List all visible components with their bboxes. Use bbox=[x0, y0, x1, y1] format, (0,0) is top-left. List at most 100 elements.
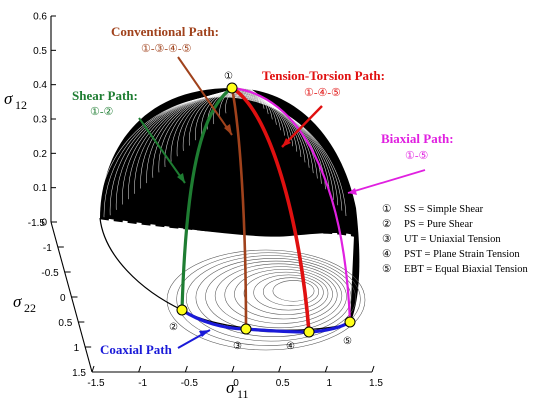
y-axis-symbol: σ bbox=[13, 292, 22, 311]
front-contour bbox=[243, 271, 329, 315]
y-tick-label: 1 bbox=[74, 343, 80, 354]
conventional-path-curve bbox=[230, 87, 248, 330]
tension-torsion-path-title: Tension-Torsion Path: bbox=[262, 68, 385, 83]
legend-num-3: ③ bbox=[382, 233, 392, 245]
biaxial-path-sequence: ①-⑤ bbox=[405, 150, 429, 162]
legend-num-4: ④ bbox=[382, 248, 392, 260]
dashed-equator bbox=[99, 216, 357, 238]
mesh-contour bbox=[109, 95, 339, 216]
y-tick-label: 0.5 bbox=[58, 318, 72, 329]
point-3-marker bbox=[240, 323, 252, 335]
conventional-path-sequence: ①-③-④-⑤ bbox=[141, 43, 192, 55]
point-1-label: ① bbox=[224, 71, 233, 82]
legend-text-3: UT = Uniaxial Tension bbox=[404, 234, 501, 245]
z-tick-label: 0.3 bbox=[33, 115, 47, 126]
coaxial-path-curve bbox=[181, 308, 351, 334]
x-tick-mark bbox=[278, 365, 282, 373]
x-axis-subscript: 11 bbox=[237, 387, 249, 401]
y-tick-label: -0.5 bbox=[41, 268, 59, 279]
x-tick-mark bbox=[371, 365, 375, 373]
point-5-marker bbox=[344, 316, 356, 328]
x-tick-mark bbox=[184, 365, 188, 373]
shear-path-curve bbox=[180, 86, 233, 311]
legend-text-5: EBT = Equal Biaxial Tension bbox=[404, 264, 529, 275]
legend-num-5: ⑤ bbox=[382, 263, 392, 275]
point-1-marker bbox=[226, 82, 238, 94]
coaxial-path-title: Coaxial Path bbox=[100, 342, 173, 357]
x-tick-label: 1 bbox=[327, 378, 333, 389]
z-ticks: 00.10.20.30.40.50.6 bbox=[33, 12, 56, 229]
front-contour bbox=[185, 255, 357, 342]
y-axis-label: σ 22 bbox=[13, 292, 36, 315]
front-contour bbox=[272, 280, 315, 302]
yield-surface bbox=[97, 86, 366, 351]
z-axis-subscript: 12 bbox=[15, 98, 27, 112]
conventional-path-title: Conventional Path: bbox=[111, 24, 219, 39]
x-axis-label: σ 11 bbox=[226, 378, 249, 401]
point-4-marker bbox=[303, 326, 315, 338]
front-contour bbox=[262, 277, 320, 306]
biaxial-path-title: Biaxial Path: bbox=[381, 131, 454, 146]
point-2-marker bbox=[176, 304, 188, 316]
x-tick-label: -1.5 bbox=[87, 378, 105, 389]
legend-text-4: PST = Plane Strain Tension bbox=[404, 249, 520, 260]
tension-torsion-path-curve bbox=[231, 86, 311, 333]
coaxial-arrowhead bbox=[199, 330, 210, 337]
shear-arrow bbox=[138, 117, 186, 184]
surface-front-face bbox=[100, 218, 354, 331]
point-2-label: ② bbox=[169, 322, 178, 333]
tension-torsion-path-sequence: ①-④-⑤ bbox=[304, 87, 341, 99]
front-contour bbox=[253, 274, 324, 311]
mesh-contour bbox=[103, 96, 343, 221]
legend-num-1: ① bbox=[382, 203, 392, 215]
x-tick-mark bbox=[91, 365, 95, 373]
y-tick-label: 0 bbox=[60, 293, 66, 304]
biaxial-arrowhead bbox=[348, 188, 357, 195]
shear-path-sequence: ①-② bbox=[90, 106, 114, 118]
mesh-contour bbox=[97, 96, 347, 227]
callout-arrows bbox=[138, 56, 426, 349]
z-tick-label: 0.1 bbox=[33, 183, 47, 194]
x-tick-mark bbox=[138, 365, 142, 373]
x-tick-mark bbox=[324, 365, 328, 373]
legend-text-1: SS = Simple Shear bbox=[404, 204, 484, 215]
tension-torsion-arrowhead bbox=[282, 138, 291, 147]
shear-path-title: Shear Path: bbox=[72, 88, 138, 103]
z-tick-label: 0.5 bbox=[33, 46, 47, 57]
z-axis-symbol: σ bbox=[4, 89, 13, 108]
front-contour bbox=[166, 249, 366, 351]
x-axis-symbol: σ bbox=[226, 378, 235, 397]
legend: ① SS = Simple Shear ② PS = Pure Shear ③ … bbox=[382, 203, 529, 275]
x-tick-label: 0.5 bbox=[276, 378, 290, 389]
x-tick-label: -1 bbox=[138, 378, 147, 389]
x-tick-mark bbox=[231, 365, 235, 373]
legend-text-2: PS = Pure Shear bbox=[404, 219, 473, 230]
x-tick-label: 1.5 bbox=[369, 378, 383, 389]
y-ticks: -1.5 -1 -0.5 0 0.5 1 1.5 bbox=[28, 218, 98, 379]
conventional-arrowhead bbox=[224, 124, 232, 135]
front-contour bbox=[234, 269, 333, 320]
point-5-label: ⑤ bbox=[343, 336, 352, 347]
front-contour bbox=[195, 258, 352, 337]
biaxial-arrow bbox=[347, 169, 426, 194]
y-tick-label: -1.5 bbox=[28, 218, 46, 229]
shear-arrowhead bbox=[177, 173, 185, 183]
tension-torsion-arrow bbox=[281, 105, 323, 148]
y-tick-label: 1.5 bbox=[72, 368, 86, 379]
z-tick-label: 0.4 bbox=[33, 80, 47, 91]
y-tick-label: -1 bbox=[43, 243, 52, 254]
front-contour bbox=[214, 263, 343, 329]
conventional-arrow bbox=[177, 56, 233, 136]
legend-num-2: ② bbox=[382, 218, 392, 230]
y-axis-subscript: 22 bbox=[24, 301, 36, 315]
z-tick-label: 0.2 bbox=[33, 149, 47, 160]
z-tick-label: 0.6 bbox=[33, 12, 47, 23]
point-4-label: ④ bbox=[286, 341, 295, 352]
biaxial-path-curve bbox=[231, 86, 352, 323]
front-contour bbox=[224, 266, 338, 324]
stress-points: ① ② ③ ④ ⑤ bbox=[169, 71, 356, 352]
x-tick-label: 0 bbox=[233, 378, 239, 389]
point-3-label: ③ bbox=[233, 341, 242, 352]
